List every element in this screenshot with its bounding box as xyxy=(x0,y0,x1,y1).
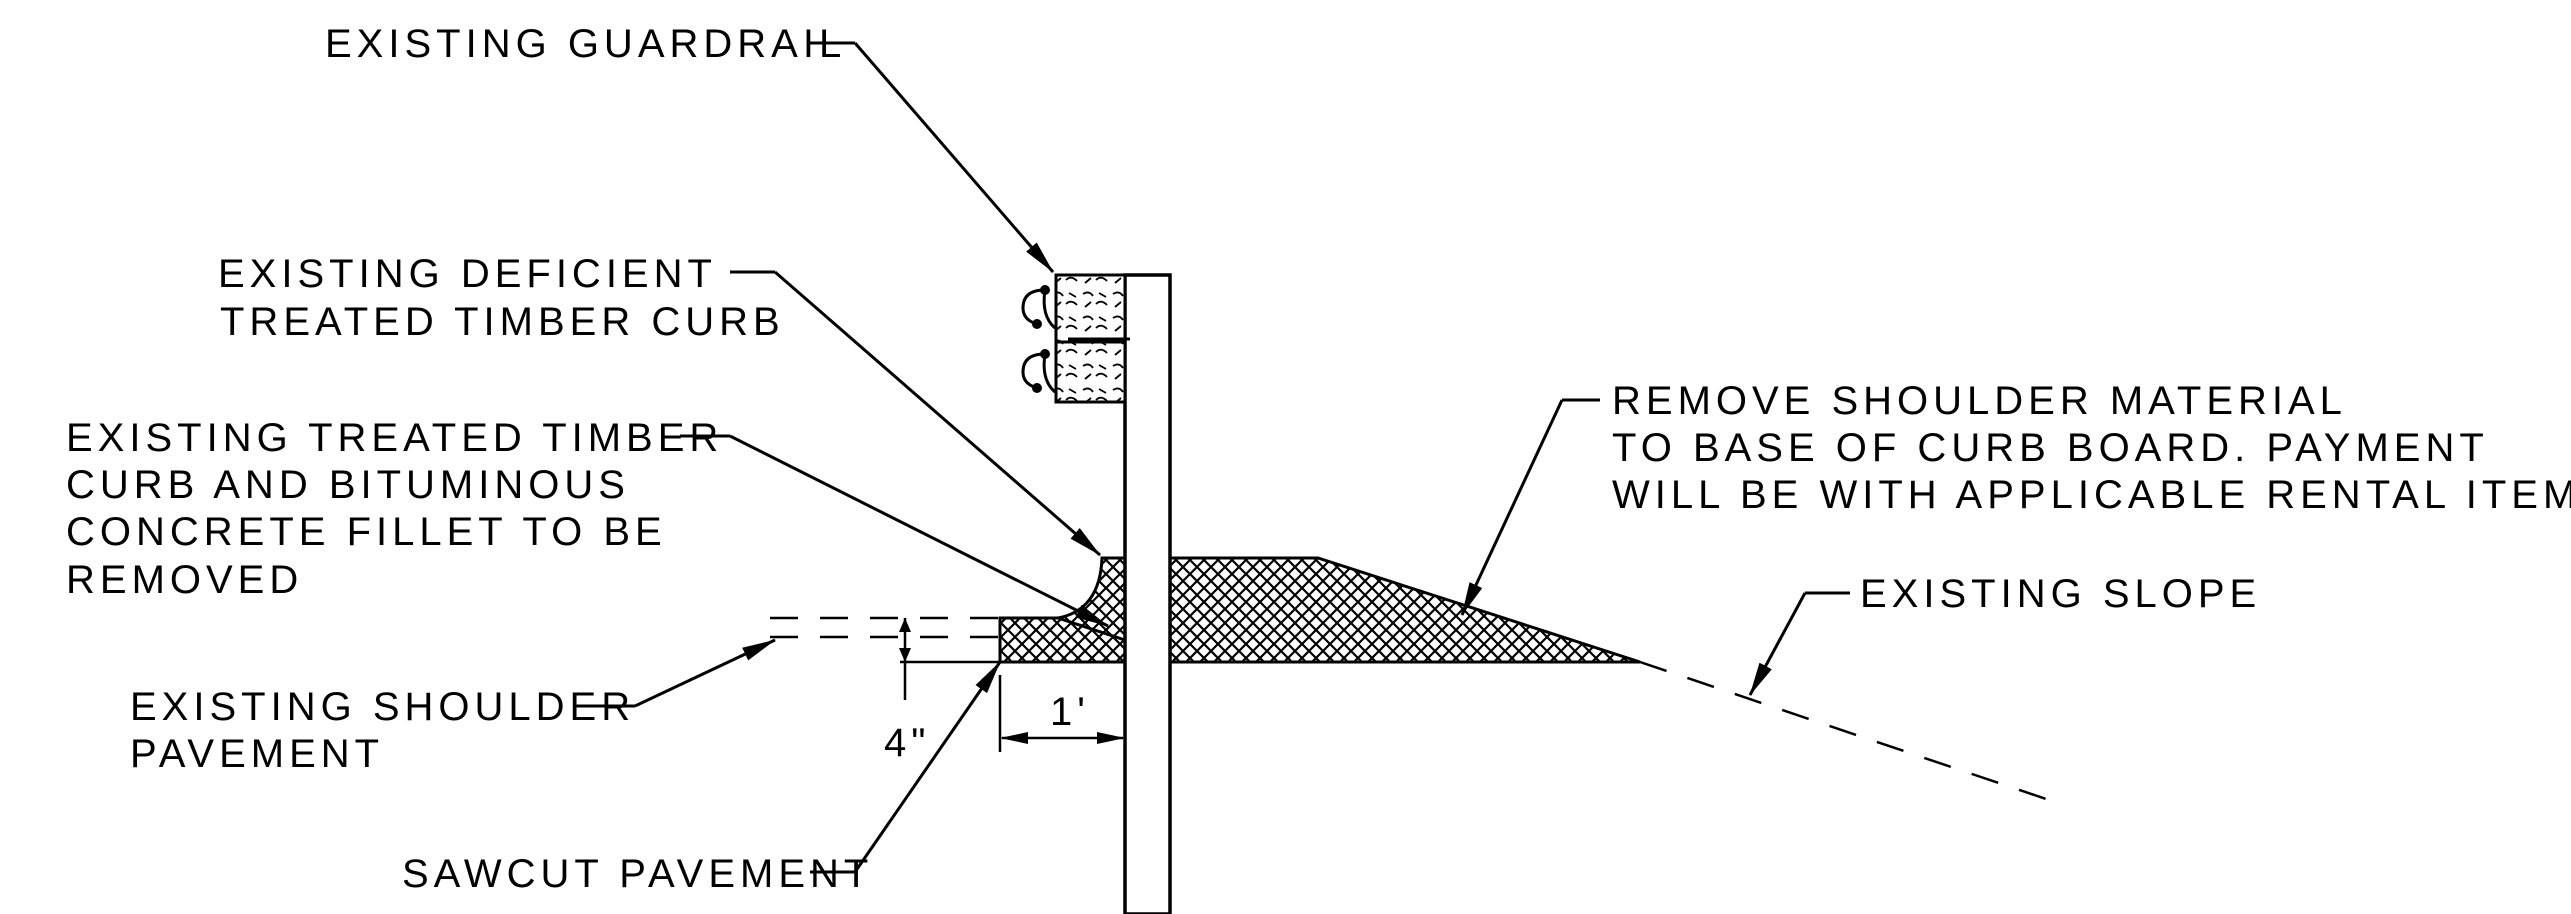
label-existing-guardrail: EXISTING GUARDRAIL xyxy=(325,22,846,66)
leader-deficient-curb xyxy=(730,270,1101,557)
label-timber-curb-line1: EXISTING TREATED TIMBER xyxy=(66,416,723,460)
label-timber-curb-line4: REMOVED xyxy=(66,558,303,602)
existing-shoulder-dashed-outline xyxy=(770,616,1000,664)
shoulder-material-to-remove xyxy=(1123,556,1641,664)
label-deficient-curb-line2: TREATED TIMBER CURB xyxy=(220,300,785,344)
label-existing-slope: EXISTING SLOPE xyxy=(1860,572,2261,616)
label-deficient-curb-line1: EXISTING DEFICIENT xyxy=(218,252,717,296)
label-timber-curb-line3: CONCRETE FILLET TO BE xyxy=(66,510,667,554)
label-remove-shoulder-line2: TO BASE OF CURB BOARD. PAYMENT xyxy=(1612,426,2489,470)
label-shoulder-pavement-line2: PAVEMENT xyxy=(130,732,384,776)
leader-remove-shoulder xyxy=(1460,398,1600,616)
label-remove-shoulder-line1: REMOVE SHOULDER MATERIAL xyxy=(1612,379,2347,423)
leader-existing-slope xyxy=(1748,591,1850,696)
timber-block-lower xyxy=(1054,340,1127,404)
guardrail-hooks xyxy=(1021,285,1057,394)
leader-timber-curb-removed xyxy=(680,434,1109,628)
label-remove-shoulder-line3: WILL BE WITH APPLICABLE RENTAL ITEMS xyxy=(1612,473,2571,517)
guardrail-post xyxy=(1123,273,1172,914)
label-timber-curb-line2: CURB AND BITUMINOUS xyxy=(66,463,630,507)
leader-sawcut-pavement xyxy=(810,661,1002,874)
pavement-depth-text: 4" xyxy=(884,721,930,765)
offset-text: 1' xyxy=(1050,690,1090,734)
existing-slope-line xyxy=(1639,660,2056,804)
label-sawcut-pavement: SAWCUT PAVEMENT xyxy=(402,852,873,896)
timber-block-upper xyxy=(1054,273,1127,344)
pavement-depth-dimension xyxy=(899,618,911,700)
leader-shoulder-pavement xyxy=(590,638,776,708)
label-shoulder-pavement-line1: EXISTING SHOULDER xyxy=(130,685,635,729)
leader-existing-guardrail xyxy=(808,41,1055,273)
